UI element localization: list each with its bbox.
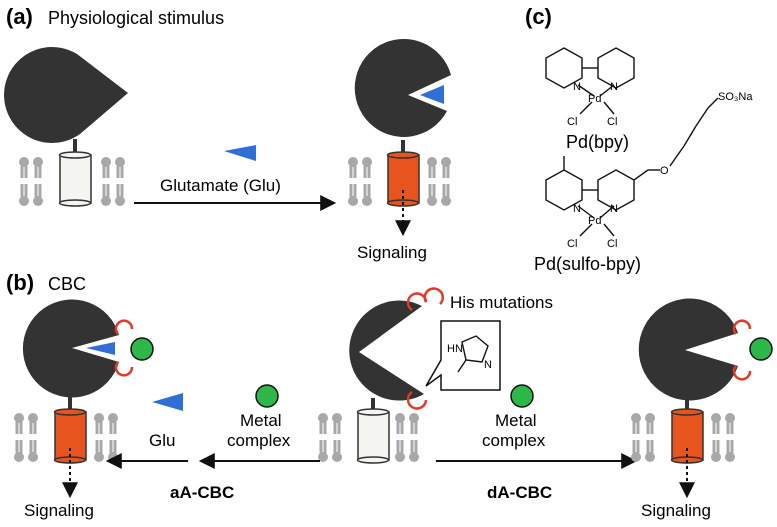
membrane-left: [19, 157, 43, 206]
da-bound-metal-complex: [749, 337, 773, 361]
pd-sulfo-n-right: N: [610, 203, 618, 215]
inactive-receptor: [4, 46, 128, 207]
panel-b-tag: (b): [6, 270, 34, 295]
his-mutations-label: His mutations: [450, 293, 553, 312]
pd-bpy-name: Pd(bpy): [566, 132, 629, 152]
aa-bound-glutamate: [86, 342, 115, 355]
imidazole-nh-n: N: [455, 343, 463, 355]
panel-c: (c) N N Pd Cl Cl Pd(bpy): [525, 4, 753, 274]
inactive-channel: [59, 154, 92, 204]
imidazole-nh-h: H: [447, 343, 455, 355]
his-loop: [114, 361, 134, 377]
right-metal-line1: Metal: [495, 411, 537, 430]
panel-a-title: Physiological stimulus: [48, 8, 224, 28]
signaling-label-a: Signaling: [357, 243, 427, 262]
sulfo-o-atom: O: [660, 165, 669, 177]
signaling-label-left: Signaling: [24, 501, 94, 520]
panel-b: (b) CBC Signaling: [6, 270, 773, 520]
panel-c-tag: (c): [525, 4, 552, 29]
imidazole-n: N: [484, 359, 492, 371]
active-receptor: Signaling: [348, 38, 451, 262]
aa-cbc-label: aA-CBC: [170, 483, 234, 502]
pd-bpy-pd: Pd: [588, 93, 601, 105]
bound-metal-complex: [130, 337, 154, 361]
imidazole-callout: H N N: [425, 320, 501, 391]
da-cbc-label: dA-CBC: [487, 483, 552, 502]
receptor-head-open: [4, 46, 128, 143]
his-loop: [114, 319, 134, 335]
left-metal-line2: complex: [227, 431, 291, 450]
pd-bpy-structure: [545, 47, 635, 115]
pd-sulfo-cl-left: Cl: [567, 238, 577, 250]
sulfonate-group: SO₃Na: [718, 91, 753, 103]
active-channel: [387, 154, 420, 204]
pd-bpy-cl-left: Cl: [567, 116, 577, 128]
glutamate-arrow-label: Glutamate (Glu): [160, 176, 281, 195]
panel-b-title: CBC: [48, 274, 86, 294]
membrane-right: [101, 157, 125, 206]
signaling-label-right: Signaling: [641, 501, 711, 520]
free-glutamate: [152, 393, 183, 411]
pd-sulfo-bpy-structure: [545, 97, 719, 237]
pd-sulfo-pd: Pd: [588, 215, 601, 227]
his-mutant-receptor: [318, 287, 445, 464]
receptor-head-closed: [354, 38, 451, 137]
glutamate-ligand: [224, 145, 256, 161]
left-glu-label: Glu: [149, 431, 175, 450]
panel-a: (a) Physiological stimulus Glutamate (Gl…: [4, 4, 451, 262]
pd-bpy-n-right: N: [610, 81, 618, 93]
aa-cbc-receptor: Signaling: [14, 299, 154, 520]
da-cbc-receptor: Signaling: [631, 298, 773, 520]
pd-sulfo-cl-right: Cl: [607, 238, 617, 250]
pd-bpy-cl-right: Cl: [607, 116, 617, 128]
pd-bpy-n-left: N: [573, 81, 581, 93]
bound-glutamate: [420, 85, 444, 104]
left-metal-line1: Metal: [240, 411, 282, 430]
metal-complex-left: [255, 384, 279, 408]
metal-complex-right: [510, 384, 534, 408]
pd-sulfo-bpy-name: Pd(sulfo-bpy): [534, 254, 641, 274]
panel-a-tag: (a): [6, 4, 33, 29]
right-metal-line2: complex: [482, 431, 546, 450]
pd-sulfo-n-left: N: [573, 203, 581, 215]
